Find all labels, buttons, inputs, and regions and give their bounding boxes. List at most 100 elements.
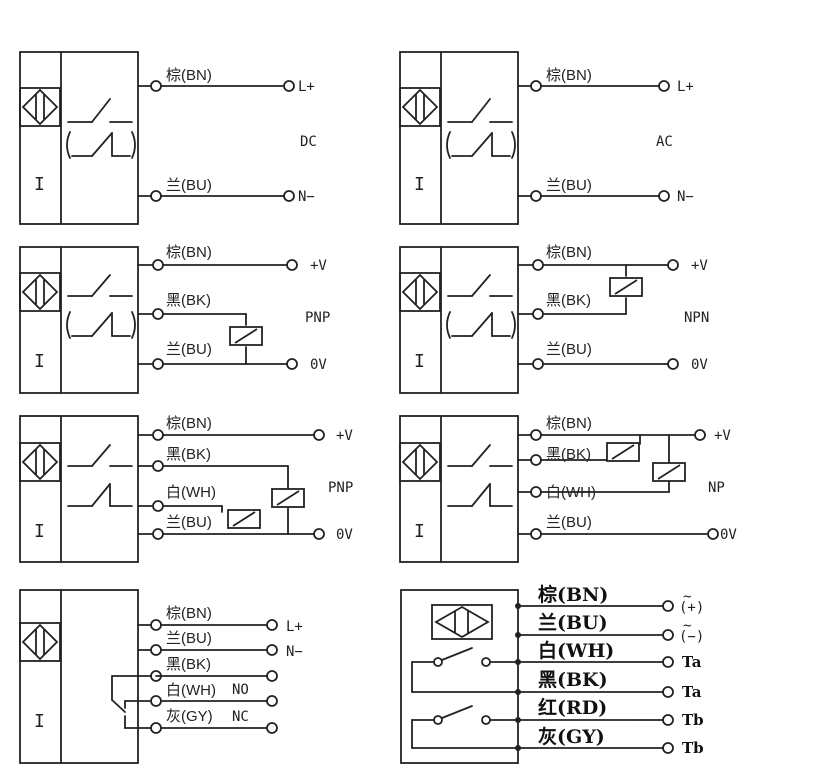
terminal-label: L+: [298, 79, 315, 95]
mode-label-pnp: PNP: [305, 310, 330, 326]
terminal-label-ac-plus: (+): [679, 600, 704, 616]
ac-tilde-symbol: ~: [683, 589, 691, 605]
panel-dc: [19, 51, 295, 225]
wire-label-black: 黑(BK): [546, 446, 591, 463]
wire-label-blue: 兰(BU): [166, 341, 212, 358]
wire-label-brown: 棕(BN): [546, 415, 592, 432]
proximity-sensor-icon: [399, 87, 441, 127]
sensor-housing: [19, 51, 139, 225]
sensor-housing: [399, 415, 519, 563]
mode-label-npn: NPN: [684, 310, 709, 326]
sensor-i-label: I: [414, 521, 425, 542]
panel-pnp-3wire: [19, 246, 298, 394]
load-relay-coil: [609, 277, 643, 297]
proximity-sensor-icon: [399, 442, 441, 482]
terminal-label: +V: [336, 428, 353, 444]
sensor-i-label: I: [414, 351, 425, 372]
panel-npn-3wire: [399, 246, 679, 394]
terminal-label-ta: Ta: [682, 683, 702, 701]
sensor-housing: [399, 51, 519, 225]
relay-contact-b: [411, 705, 674, 754]
junction-dots: [515, 603, 521, 751]
terminal-label: +V: [691, 258, 708, 274]
load-relay-coil: [227, 509, 261, 529]
wire-label-brown: 棕(BN): [546, 244, 592, 261]
load-relay-coil: [652, 462, 686, 482]
wire-label-brown: 棕(BN): [166, 244, 212, 261]
panel-6wire-dual-relay: [400, 589, 674, 764]
terminal-label-tb: Tb: [682, 711, 704, 729]
wire-label-blue: 兰(BU): [538, 611, 608, 634]
wire-label-brown: 棕(BN): [166, 415, 212, 432]
wire-label-white: 白(WH): [538, 639, 614, 662]
sensor-i-label: I: [34, 351, 45, 372]
switch-nc-symbol: [66, 311, 136, 339]
load-relay-coil: [229, 326, 263, 346]
terminal-label-tb: Tb: [682, 739, 704, 757]
wire-label-black: 黑(BK): [166, 656, 211, 673]
wire-label-blue: 兰(BU): [166, 177, 212, 194]
sensor-housing: [19, 415, 139, 563]
switch-no-symbol: [447, 274, 513, 297]
contact-label-no: NO: [232, 682, 249, 698]
wire-label-gray: 灰(GY): [538, 725, 605, 748]
mode-label-ac: AC: [656, 134, 673, 150]
wire-label-white: 白(WH): [166, 484, 216, 501]
switch-no-symbol: [447, 98, 513, 123]
wire-label-black: 黑(BK): [538, 669, 608, 691]
proximity-sensor-icon: [19, 622, 61, 662]
sensor-i-label: I: [34, 711, 45, 732]
wire-label-blue: 兰(BU): [546, 514, 592, 531]
ac-tilde-symbol: ~: [683, 618, 691, 634]
mode-label-dc: DC: [300, 134, 317, 150]
switch-nc-symbol: [447, 483, 513, 507]
switch-nc-symbol: [446, 311, 516, 339]
proximity-sensor-icon: [19, 87, 61, 127]
sensor-head: [431, 604, 493, 640]
proximity-sensor-icon: [19, 442, 61, 482]
contact-label-nc: NC: [232, 709, 249, 725]
terminal-label: L+: [677, 79, 694, 95]
wire-label-black: 黑(BK): [546, 292, 591, 309]
wire-label-blue: 兰(BU): [166, 630, 212, 647]
switch-no-symbol: [447, 444, 513, 467]
proximity-sensor-icon: [19, 272, 61, 312]
wire-label-red: 红(RD): [538, 696, 607, 719]
wire-label-gray: 灰(GY): [166, 708, 213, 725]
wire-label-brown: 棕(BN): [546, 67, 592, 84]
switch-nc-symbol: [67, 483, 133, 507]
terminal-label-ta: Ta: [682, 653, 702, 671]
terminal-label: N−: [298, 189, 315, 205]
terminal-label: L+: [286, 619, 303, 635]
mode-label-pnp: PNP: [328, 480, 353, 496]
wire-label-blue: 兰(BU): [546, 341, 592, 358]
terminal-label: 0V: [691, 357, 708, 373]
terminal-label: +V: [714, 428, 731, 444]
relay-contact-a: [411, 647, 674, 698]
terminal-label: 0V: [720, 527, 737, 543]
sensor-i-label: I: [414, 174, 425, 195]
sensor-housing: [399, 246, 519, 394]
proximity-sensor-icon: [399, 272, 441, 312]
wire-label-blue: 兰(BU): [166, 514, 212, 531]
load-relay-coil: [271, 488, 305, 508]
wire-label-brown: 棕(BN): [538, 583, 608, 606]
switch-no-symbol: [67, 274, 133, 297]
panel-ac: [399, 51, 670, 225]
wire-label-brown: 棕(BN): [166, 67, 212, 84]
wire-label-white: 白(WH): [546, 484, 596, 501]
load-relay-coil: [606, 442, 640, 462]
terminal-label: 0V: [336, 527, 353, 543]
terminal-label: +V: [310, 258, 327, 274]
wire-label-brown: 棕(BN): [166, 605, 212, 622]
sensor-i-label: I: [34, 521, 45, 542]
wire-label-black: 黑(BK): [166, 446, 211, 463]
wire-label-white: 白(WH): [166, 682, 216, 699]
wire-label-blue: 兰(BU): [546, 177, 592, 194]
sensor-i-label: I: [34, 174, 45, 195]
sensor-housing: [400, 589, 519, 764]
mode-label-npn: NP: [708, 480, 725, 496]
panel-5wire-relay: [19, 589, 278, 764]
panel-pnp-4wire: [19, 415, 325, 563]
